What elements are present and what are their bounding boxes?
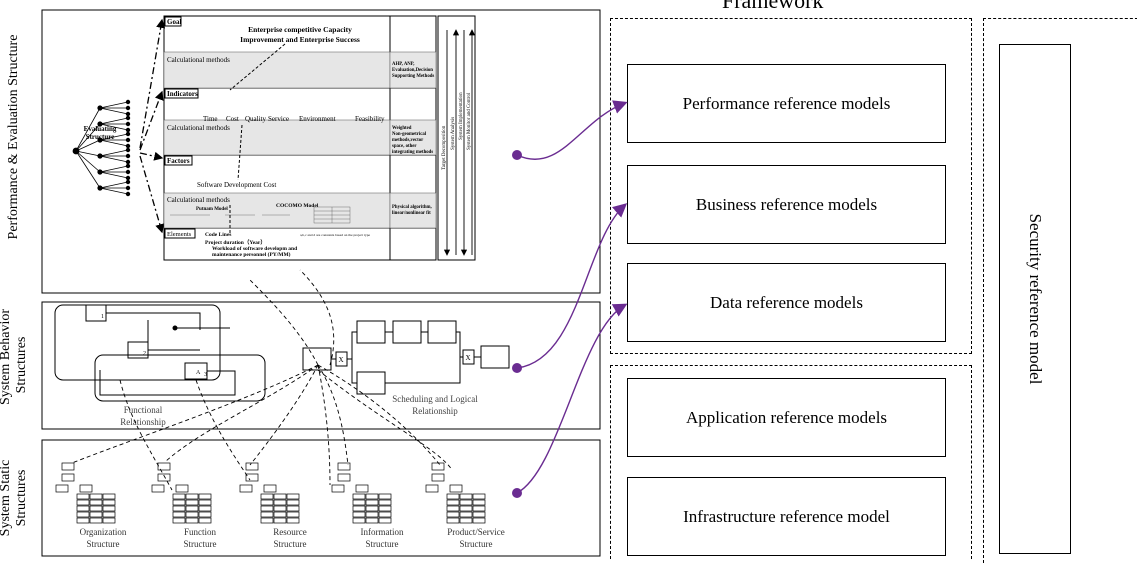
goal-tag: Goal xyxy=(167,18,181,26)
svg-text:Time: Time xyxy=(203,115,218,123)
security-reference-model-box: Security reference model xyxy=(999,44,1071,554)
static-stack-2 xyxy=(151,462,212,524)
business-reference-models: Business reference models xyxy=(627,165,946,244)
svg-text:Structure: Structure xyxy=(366,539,399,549)
x-gate-1: X xyxy=(338,356,343,364)
svg-text:Physical algorithm,: Physical algorithm, xyxy=(392,205,433,210)
svg-text:linear/nonlinear fit: linear/nonlinear fit xyxy=(392,211,431,216)
goal-links xyxy=(229,43,286,235)
framework-title: Framework xyxy=(722,0,824,13)
svg-text:maintenance personnel (PY/MM): maintenance personnel (PY/MM) xyxy=(212,251,291,258)
functional-node-numbers: 1 2 3A xyxy=(101,314,207,378)
svg-text:2: 2 xyxy=(143,351,146,357)
cocomo-label: COCOMO Model xyxy=(276,203,319,209)
svg-text:Feasibility: Feasibility xyxy=(355,115,385,123)
static-stack-4 xyxy=(331,462,392,524)
method-weighted: Weighted Non-geometrical methods,vector … xyxy=(392,126,433,155)
static-stack-3 xyxy=(239,462,300,524)
svg-text:Structure: Structure xyxy=(274,539,307,549)
indicators-tag: Indicators xyxy=(167,90,198,98)
indicators-row: Time Cost Quality Service Environment Fe… xyxy=(203,115,385,123)
upper-dashed-region xyxy=(610,18,972,354)
functional-label-2: Relationship xyxy=(120,417,166,427)
svg-text:A: A xyxy=(196,370,201,376)
svg-text:Evaluation,Decision: Evaluation,Decision xyxy=(392,68,433,73)
static-structure-stacks xyxy=(55,462,486,524)
functional-relationship-diagram xyxy=(54,304,266,402)
calc-methods-3: Calculational methods xyxy=(167,196,230,204)
goal-text-2: Improvement and Enterprise Success xyxy=(240,35,360,44)
evaluation-table xyxy=(163,15,476,261)
svg-text:Information: Information xyxy=(361,527,404,537)
svg-text:1: 1 xyxy=(101,314,104,320)
performance-reference-models: Performance reference models xyxy=(627,64,946,143)
lifecycle-labels: Target Decomposition System Analysis Sys… xyxy=(442,92,472,170)
tree-label-1: Evaluating xyxy=(84,125,117,133)
lifecycle-arrows xyxy=(443,29,476,256)
data-reference-models: Data reference models xyxy=(627,263,946,342)
svg-text:Weighted: Weighted xyxy=(392,126,412,131)
cross-links xyxy=(71,269,453,491)
infrastructure-reference-model: Infrastructure reference model xyxy=(627,477,946,556)
svg-text:Structure: Structure xyxy=(460,539,493,549)
svg-text:Organization: Organization xyxy=(80,527,127,537)
evaluating-tree xyxy=(72,99,131,197)
svg-text:System Implementation: System Implementation xyxy=(459,92,464,140)
svg-text:Project duration（Year）: Project duration（Year） xyxy=(205,238,266,246)
tree-label-2: Structure xyxy=(86,133,115,141)
svg-text:integrating methods: integrating methods xyxy=(392,150,433,155)
static-panel xyxy=(41,439,601,557)
security-dashed-region xyxy=(983,18,1137,563)
svg-text:methods,vector: methods,vector xyxy=(392,138,424,143)
scheduling-label-2: Relationship xyxy=(412,406,458,416)
goal-text-1: Enterprise competitive Capacity xyxy=(248,25,352,34)
functional-label-1: Functional xyxy=(124,405,163,415)
method-physical: Physical algorithm, linear/nonlinear fit xyxy=(392,205,433,216)
svg-text:Service: Service xyxy=(268,115,289,123)
svg-text:Quality: Quality xyxy=(245,115,266,123)
svg-text:3: 3 xyxy=(204,372,207,378)
lower-dashed-region xyxy=(610,365,972,559)
svg-text:System Monitor and Control: System Monitor and Control xyxy=(467,92,472,150)
svg-text:Target Decomposition: Target Decomposition xyxy=(442,125,447,170)
calc-methods-2: Calculational methods xyxy=(167,124,230,132)
method-ahp: AHP, ANP, Evaluation,Decision Supporting… xyxy=(392,62,434,79)
elements-list: Code Lines Project duration（Year） Worklo… xyxy=(205,232,297,258)
svg-text:Structure: Structure xyxy=(184,539,217,549)
svg-text:Code Lines: Code Lines xyxy=(205,232,231,238)
level-arrows xyxy=(139,18,166,234)
svg-text:System Analysis: System Analysis xyxy=(451,117,456,150)
scheduling-label-1: Scheduling and Logical xyxy=(392,394,478,404)
elements-note: a,b,c and d are constants based on the p… xyxy=(300,233,371,238)
svg-text:Resource: Resource xyxy=(273,527,307,537)
svg-text:Cost: Cost xyxy=(226,115,239,123)
static-stack-5 xyxy=(425,462,486,524)
performance-panel xyxy=(41,9,601,294)
svg-text:Supporting Methods: Supporting Methods xyxy=(392,74,434,79)
svg-text:Environment: Environment xyxy=(299,115,336,123)
elements-tag: Elements xyxy=(167,231,192,238)
putnam-label: Putnam Model xyxy=(196,207,228,212)
scheduling-diagram xyxy=(302,320,510,395)
static-stack-1 xyxy=(55,462,116,524)
svg-text:Structure: Structure xyxy=(87,539,120,549)
factor-text: Software Development Cost xyxy=(197,181,276,189)
calc-methods-1: Calculational methods xyxy=(167,56,230,64)
svg-text:Function: Function xyxy=(184,527,217,537)
svg-text:Product/Service: Product/Service xyxy=(447,527,505,537)
svg-text:Workload of software developm: Workload of software developm and xyxy=(212,246,297,252)
connector-dots xyxy=(512,150,522,498)
svg-text:space, other: space, other xyxy=(392,144,417,149)
static-structure-labels: Organization Structure Function Structur… xyxy=(80,527,505,549)
purple-connectors xyxy=(516,100,628,494)
svg-text:AHP, ANP,: AHP, ANP, xyxy=(392,62,415,67)
svg-text:Non-geometrical: Non-geometrical xyxy=(392,132,427,137)
factors-tag: Factors xyxy=(167,157,190,165)
x-gate-2: X xyxy=(465,354,470,362)
application-reference-models: Application reference models xyxy=(627,378,946,457)
behavior-panel xyxy=(41,301,601,430)
